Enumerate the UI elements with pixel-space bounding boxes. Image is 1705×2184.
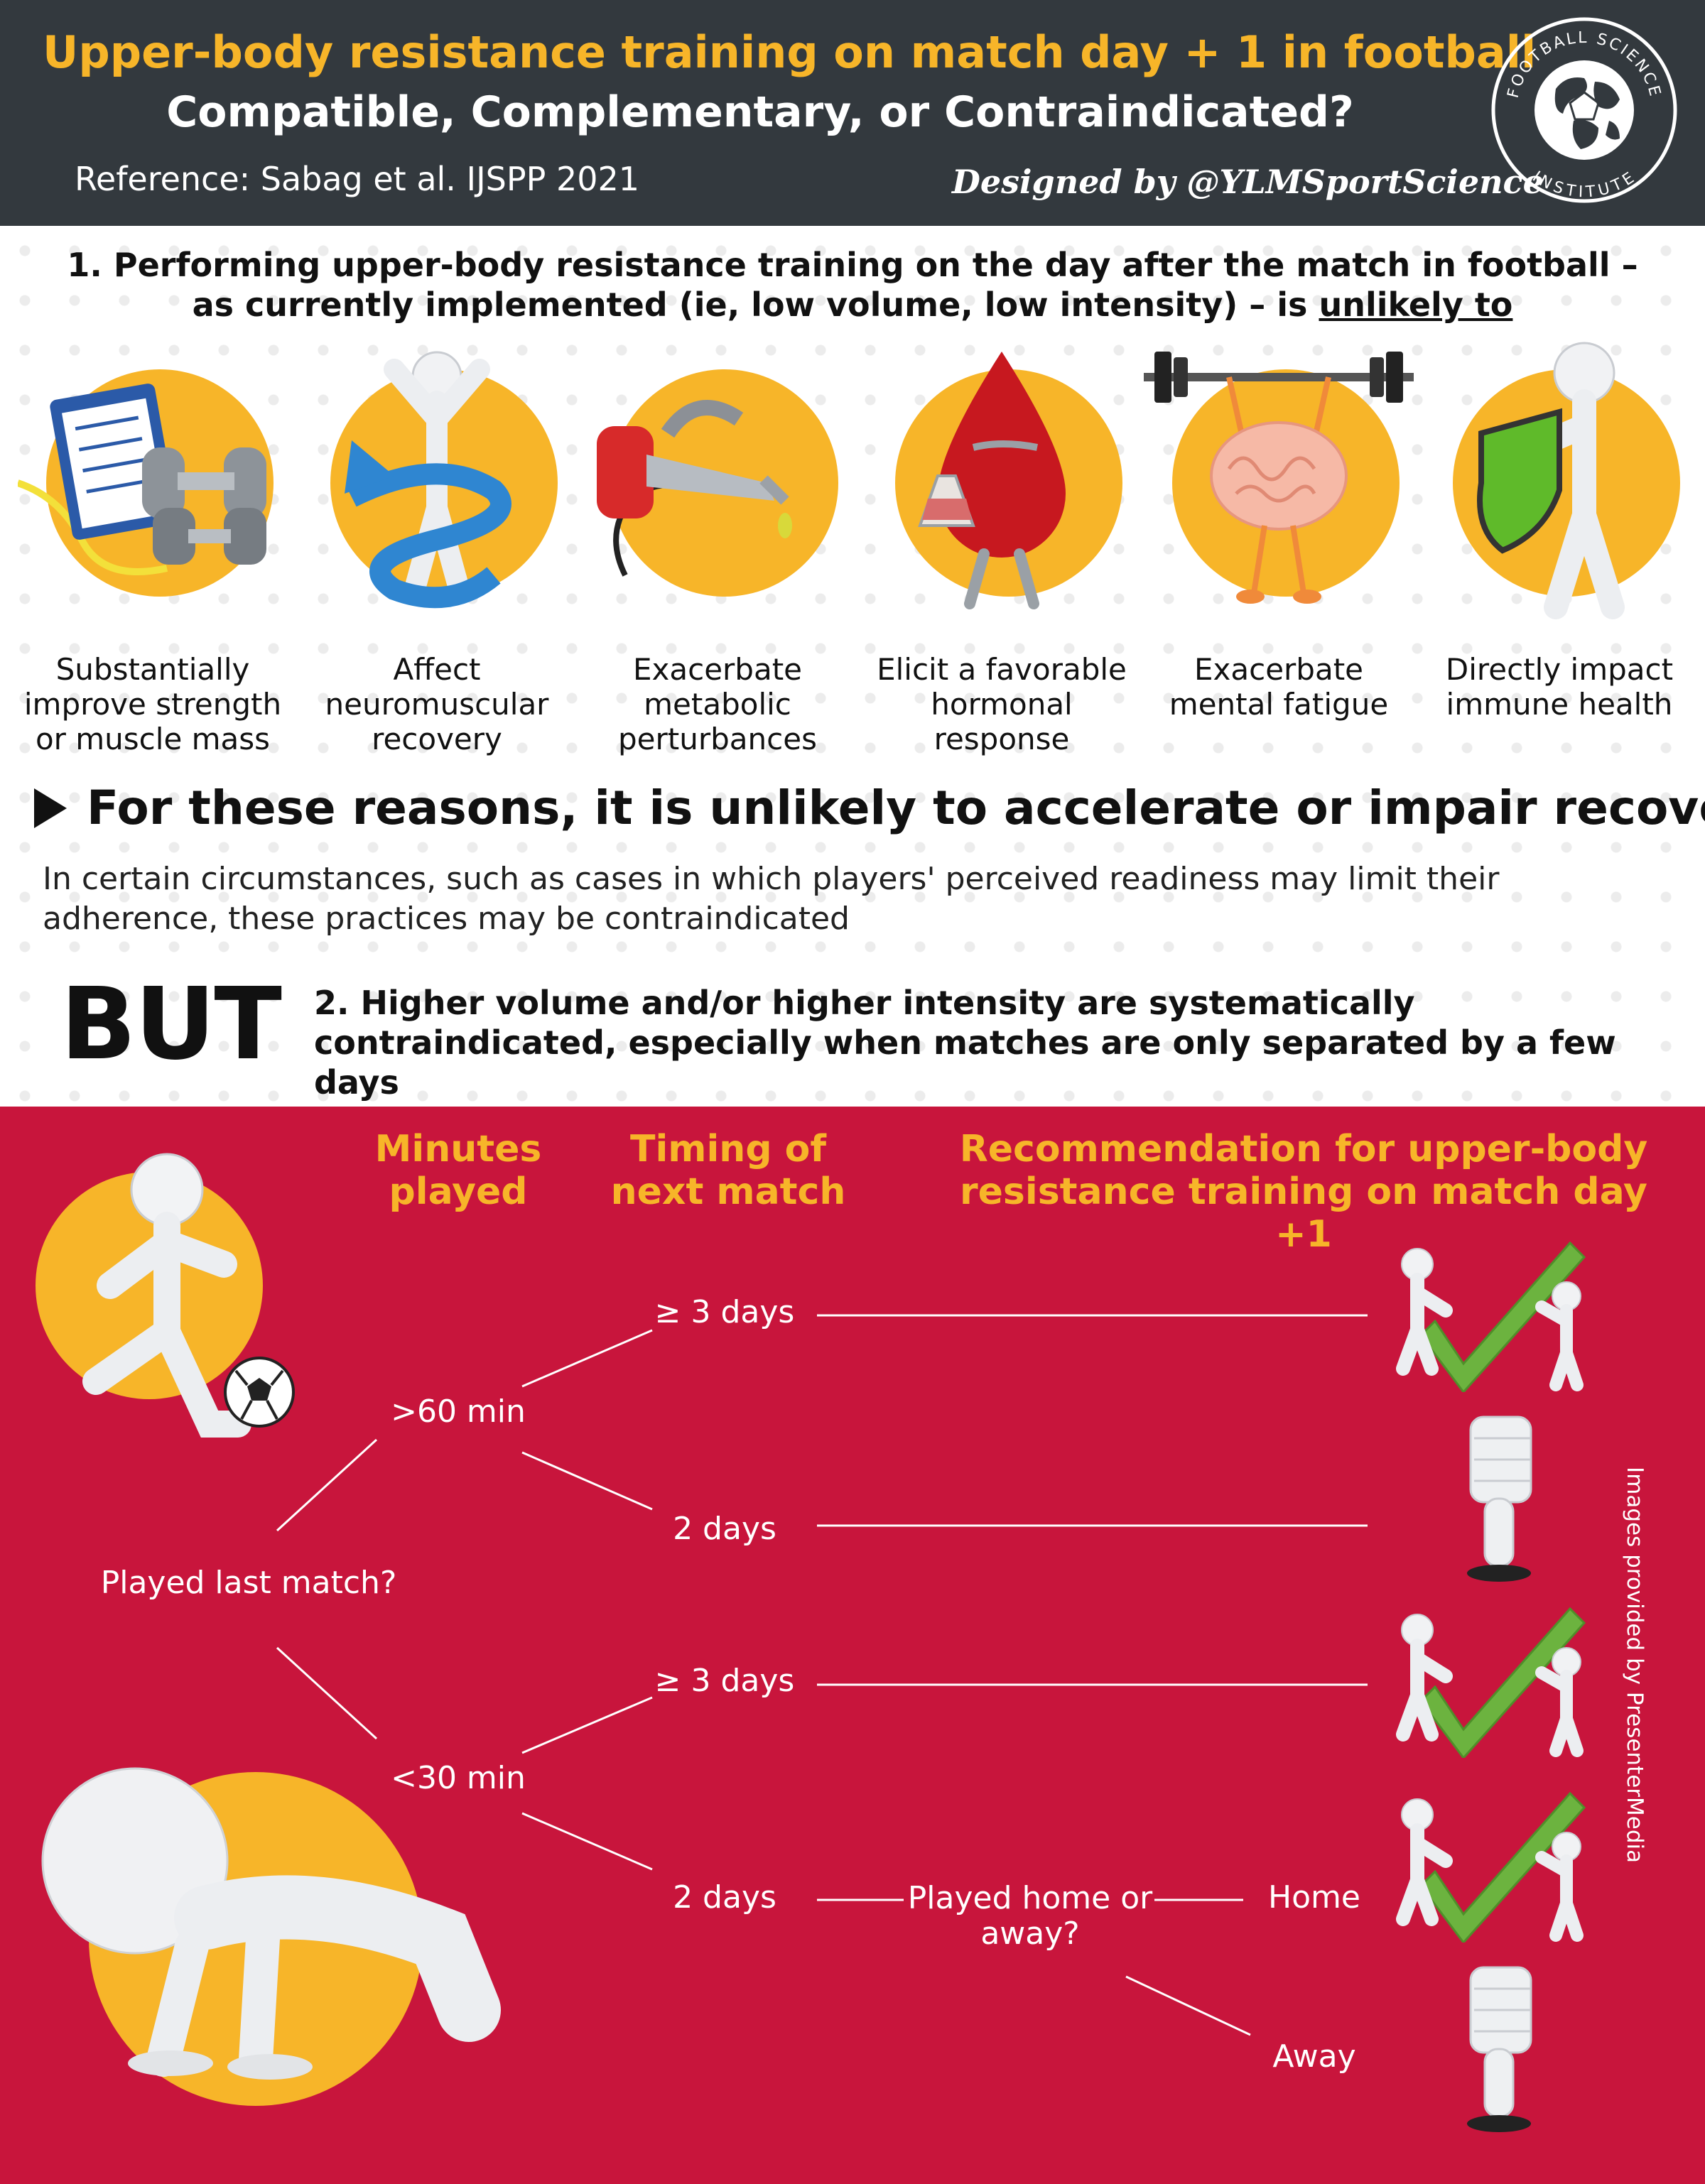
triangle-arrow-icon bbox=[34, 788, 67, 828]
svg-text:INSTITUTE: INSTITUTE bbox=[1529, 168, 1639, 202]
header: Upper-body resistance training on match … bbox=[0, 0, 1705, 226]
two-days-node-bottom: 2 days bbox=[673, 1879, 776, 1916]
played-last-match-node: Played last match? bbox=[100, 1565, 397, 1601]
thumbs-down-icon bbox=[1467, 1416, 1532, 1582]
column-recommendation: Recommendation for upper-body resistance… bbox=[959, 1128, 1648, 1256]
figure-shield-icon bbox=[1424, 334, 1694, 632]
kicking-figure-icon bbox=[36, 1153, 295, 1438]
ge-3-days-node-bottom: ≥ 3 days bbox=[654, 1663, 795, 1699]
under-30-min-node: <30 min bbox=[391, 1760, 526, 1796]
page-title: Upper-body resistance training on match … bbox=[43, 26, 1537, 78]
checkmark-icon bbox=[1396, 1241, 1586, 1392]
home-or-away-node: Played home or away? bbox=[907, 1880, 1153, 1952]
blood-drop-figure-icon bbox=[867, 334, 1137, 632]
decision-tree-lines bbox=[276, 1314, 1368, 2036]
caption-metabolic: Exacerbate metabolic perturbances bbox=[618, 652, 817, 756]
column-minutes-played: Minutes played bbox=[374, 1128, 542, 1213]
football-science-institute-logo: FOOTBALL SCIENCE INSTITUTE bbox=[1491, 17, 1677, 203]
caption-neuromuscular: Affect neuromuscular recovery bbox=[325, 652, 549, 756]
column-timing-next-match: Timing of next match bbox=[610, 1128, 846, 1213]
ge-3-days-node-top: ≥ 3 days bbox=[654, 1294, 795, 1330]
home-node: Home bbox=[1268, 1879, 1360, 1916]
clipboard-dumbbell-icon bbox=[18, 334, 288, 632]
point-2: 2. Higher volume and/or higher intensity… bbox=[314, 984, 1616, 1102]
certain-circumstances-text: In certain circumstances, such as cases … bbox=[43, 861, 1500, 937]
two-days-node-top: 2 days bbox=[673, 1511, 776, 1547]
point-1-text: 1. Performing upper-body resistance trai… bbox=[67, 246, 1638, 324]
over-60-min-node: >60 min bbox=[391, 1393, 526, 1430]
images-credit: Images provided by PresenterMedia bbox=[1622, 1467, 1679, 1863]
fuel-nozzle-icon bbox=[583, 334, 852, 632]
intro-section bbox=[0, 226, 1705, 1107]
but-heading: BUT bbox=[60, 967, 282, 1082]
caption-immune: Directly impact immune health bbox=[1445, 652, 1674, 722]
point-1-underlined: unlikely to bbox=[1319, 286, 1513, 324]
figure-arrow-spiral-icon bbox=[302, 334, 572, 632]
reference-text: Reference: Sabag et al. IJSPP 2021 bbox=[75, 160, 640, 198]
pushup-figure-icon bbox=[41, 1767, 501, 2106]
images-credit-text: Images provided by PresenterMedia bbox=[1622, 1467, 1647, 1864]
thumbs-down-icon bbox=[1467, 1966, 1532, 2132]
caption-hormonal: Elicit a favorable hormonal response bbox=[877, 652, 1127, 756]
designer-credit: Designed by @YLMSportScience bbox=[952, 163, 1544, 201]
away-node: Away bbox=[1272, 2038, 1356, 2075]
caption-mental-fatigue: Exacerbate mental fatigue bbox=[1169, 652, 1389, 722]
brain-lifting-barbell-icon bbox=[1144, 334, 1414, 632]
caption-strength: Substantially improve strength or muscle… bbox=[23, 652, 282, 756]
checkmark-icon bbox=[1396, 1607, 1586, 1758]
point-1: 1. Performing upper-body resistance trai… bbox=[43, 245, 1662, 325]
page-subtitle: Compatible, Complementary, or Contraindi… bbox=[166, 87, 1354, 137]
reason-statement: For these reasons, it is unlikely to acc… bbox=[87, 781, 1705, 835]
checkmark-icon bbox=[1396, 1791, 1586, 1943]
